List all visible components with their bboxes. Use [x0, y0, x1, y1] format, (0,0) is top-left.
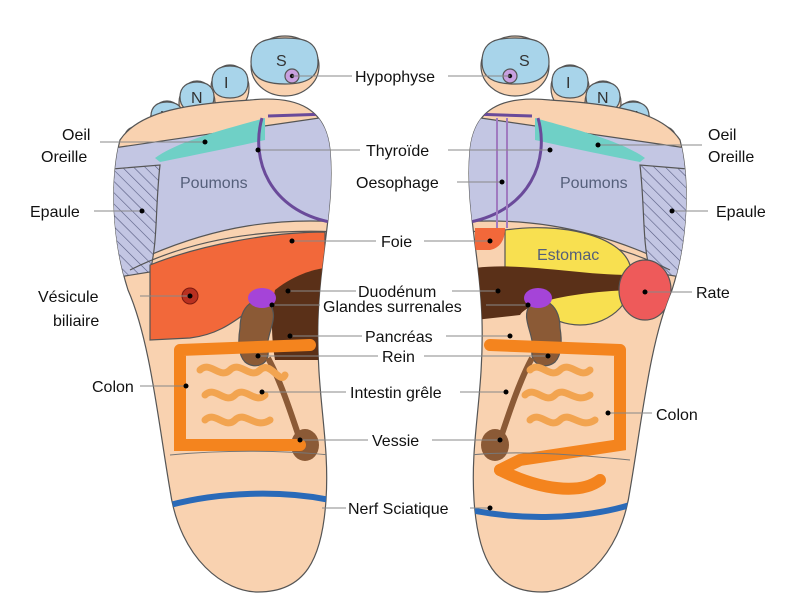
label-duodenum: Duodénum	[358, 284, 436, 301]
right-eye-ear-zone	[535, 118, 645, 162]
left-shoulder-zone	[113, 164, 161, 281]
label-thyroide: Thyroïde	[366, 143, 429, 160]
right-foot: S I N U S	[468, 35, 687, 593]
left-colon-zone	[174, 339, 316, 451]
right-colon-zone	[484, 339, 626, 476]
label-biliaire: biliaire	[53, 313, 99, 330]
label-oesophage: Oesophage	[356, 175, 439, 192]
label-nerf-sciatique: Nerf Sciatique	[348, 501, 449, 518]
label-epaule-left: Epaule	[30, 204, 80, 221]
label-vessie: Vessie	[372, 433, 419, 450]
left-lungs-zone	[113, 114, 332, 266]
label-rate: Rate	[696, 285, 730, 302]
label-oeil-right: Oeil	[708, 127, 736, 144]
right-thyroid-zone	[469, 117, 543, 224]
label-vesicule: Vésicule	[38, 289, 99, 306]
right-toe-letter-2: I	[566, 75, 570, 92]
label-colon-left: Colon	[92, 379, 134, 396]
left-sciatic-zone	[169, 490, 331, 508]
label-oeil-left: Oeil	[62, 127, 90, 144]
left-foot: S I N U S	[113, 35, 332, 593]
stomach-label: Estomac	[537, 247, 599, 264]
label-hypophyse: Hypophyse	[355, 69, 435, 86]
right-toe-letter-1: S	[519, 53, 530, 70]
left-toe-letter-3: N	[191, 90, 203, 107]
label-colon-right: Colon	[656, 407, 698, 424]
right-adrenal-zone	[524, 288, 552, 308]
label-intestin-grele: Intestin grêle	[350, 385, 442, 402]
label-oreille-right: Oreille	[708, 149, 754, 166]
label-rein: Rein	[382, 349, 415, 366]
right-lungs-label: Poumons	[560, 175, 628, 192]
left-toe-letter-1: S	[276, 53, 287, 70]
left-lungs-label: Poumons	[180, 175, 248, 192]
label-foie: Foie	[381, 234, 412, 251]
label-pancreas: Pancréas	[365, 329, 433, 346]
right-duodenum-zone	[475, 266, 630, 320]
left-eye-ear-zone	[155, 118, 265, 162]
left-adrenal-zone	[248, 288, 276, 308]
label-oreille-left: Oreille	[41, 149, 87, 166]
right-bladder-zone	[481, 429, 509, 461]
leader-lines	[94, 75, 708, 511]
right-toe-letter-3: N	[597, 90, 609, 107]
label-epaule-right: Epaule	[716, 204, 766, 221]
right-intestine-zone	[521, 363, 599, 427]
right-sciatic-zone	[469, 502, 631, 520]
left-toe-letter-2: I	[224, 75, 228, 92]
right-lungs-zone	[468, 114, 687, 266]
left-thyroid-zone	[257, 117, 331, 224]
label-glandes-surrenales: Glandes surrenales	[323, 299, 462, 316]
left-intestine-zone	[196, 363, 289, 427]
